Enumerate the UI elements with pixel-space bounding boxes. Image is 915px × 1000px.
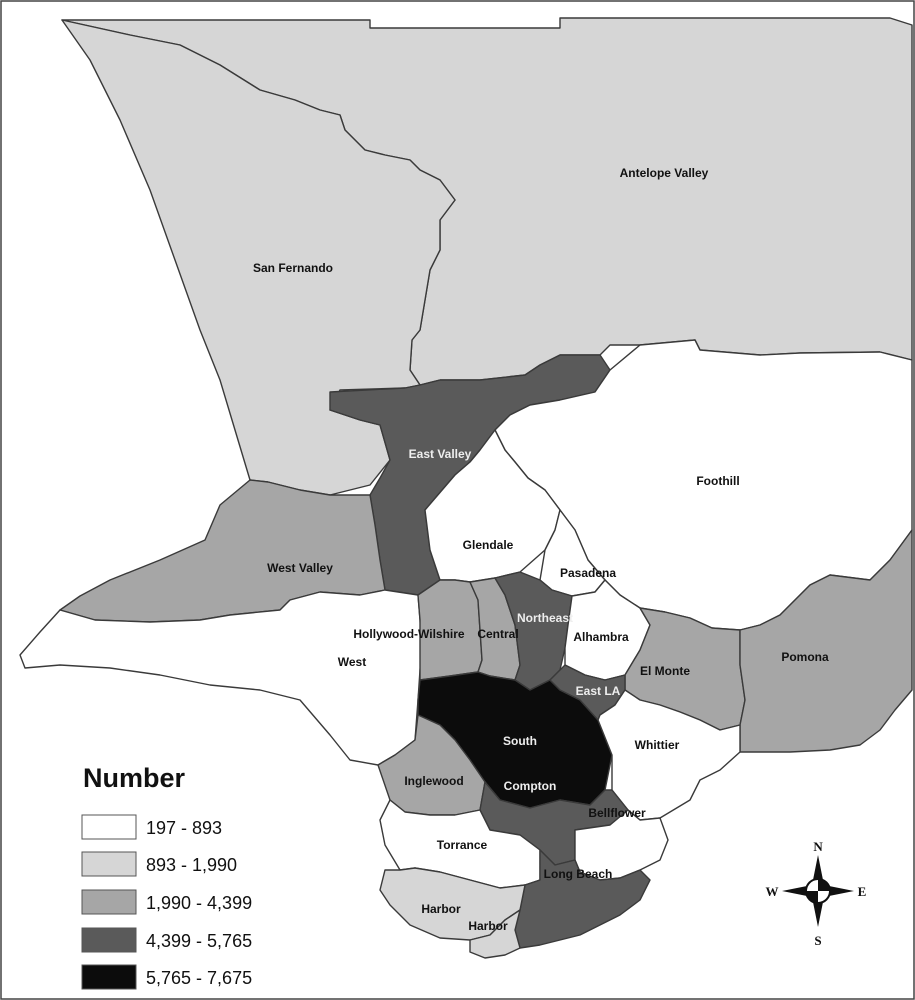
legend-label-1: 197 - 893 [146, 818, 222, 838]
region-long-beach [514, 849, 651, 949]
label-san-fernando: San Fernando [253, 261, 333, 275]
label-foothill: Foothill [696, 474, 739, 488]
legend-label-2: 893 - 1,990 [146, 855, 237, 875]
legend: Number 197 - 893 893 - 1,990 1,990 - 4,3… [81, 763, 252, 990]
label-bellflower: Bellflower [588, 806, 646, 820]
legend-label-4: 4,399 - 5,765 [146, 931, 252, 951]
label-west-valley: West Valley [267, 561, 333, 575]
legend-label-3: 1,990 - 4,399 [146, 893, 252, 913]
legend-title: Number [83, 763, 186, 793]
label-east-la: East LA [576, 684, 621, 698]
label-hollywood-wilshire: Hollywood-Wilshire [353, 627, 465, 641]
label-northeast: Northeast [517, 611, 573, 625]
label-glendale: Glendale [463, 538, 514, 552]
label-south: South [503, 734, 537, 748]
label-east-valley: East Valley [409, 447, 472, 461]
label-alhambra: Alhambra [573, 630, 629, 644]
compass-quadrant-ne [818, 879, 830, 891]
compass-label-n: N [813, 839, 823, 854]
region-harbor-south [469, 909, 521, 959]
legend-swatch-1 [81, 814, 137, 840]
region-san-fernando [61, 19, 456, 496]
compass-label-e: E [858, 884, 867, 899]
label-harbor-west: Harbor [421, 902, 461, 916]
label-whittier: Whittier [635, 738, 680, 752]
compass-rose: N S E W [766, 839, 867, 948]
label-pomona: Pomona [781, 650, 829, 664]
label-torrance: Torrance [437, 838, 488, 852]
compass-label-s: S [814, 933, 821, 948]
legend-swatch-5 [81, 964, 137, 990]
legend-swatch-3 [81, 889, 137, 915]
compass-label-w: W [766, 884, 779, 899]
legend-label-5: 5,765 - 7,675 [146, 968, 252, 988]
label-west: West [338, 655, 366, 669]
label-harbor-south: Harbor [468, 919, 508, 933]
legend-swatch-4 [81, 927, 137, 953]
label-long-beach: Long Beach [544, 867, 613, 881]
label-pasadena: Pasadena [560, 566, 616, 580]
legend-swatch-2 [81, 851, 137, 877]
compass-quadrant-sw [806, 891, 818, 903]
label-inglewood: Inglewood [404, 774, 463, 788]
label-antelope-valley: Antelope Valley [620, 166, 709, 180]
label-el-monte: El Monte [640, 664, 690, 678]
label-compton: Compton [504, 779, 557, 793]
label-central: Central [477, 627, 518, 641]
